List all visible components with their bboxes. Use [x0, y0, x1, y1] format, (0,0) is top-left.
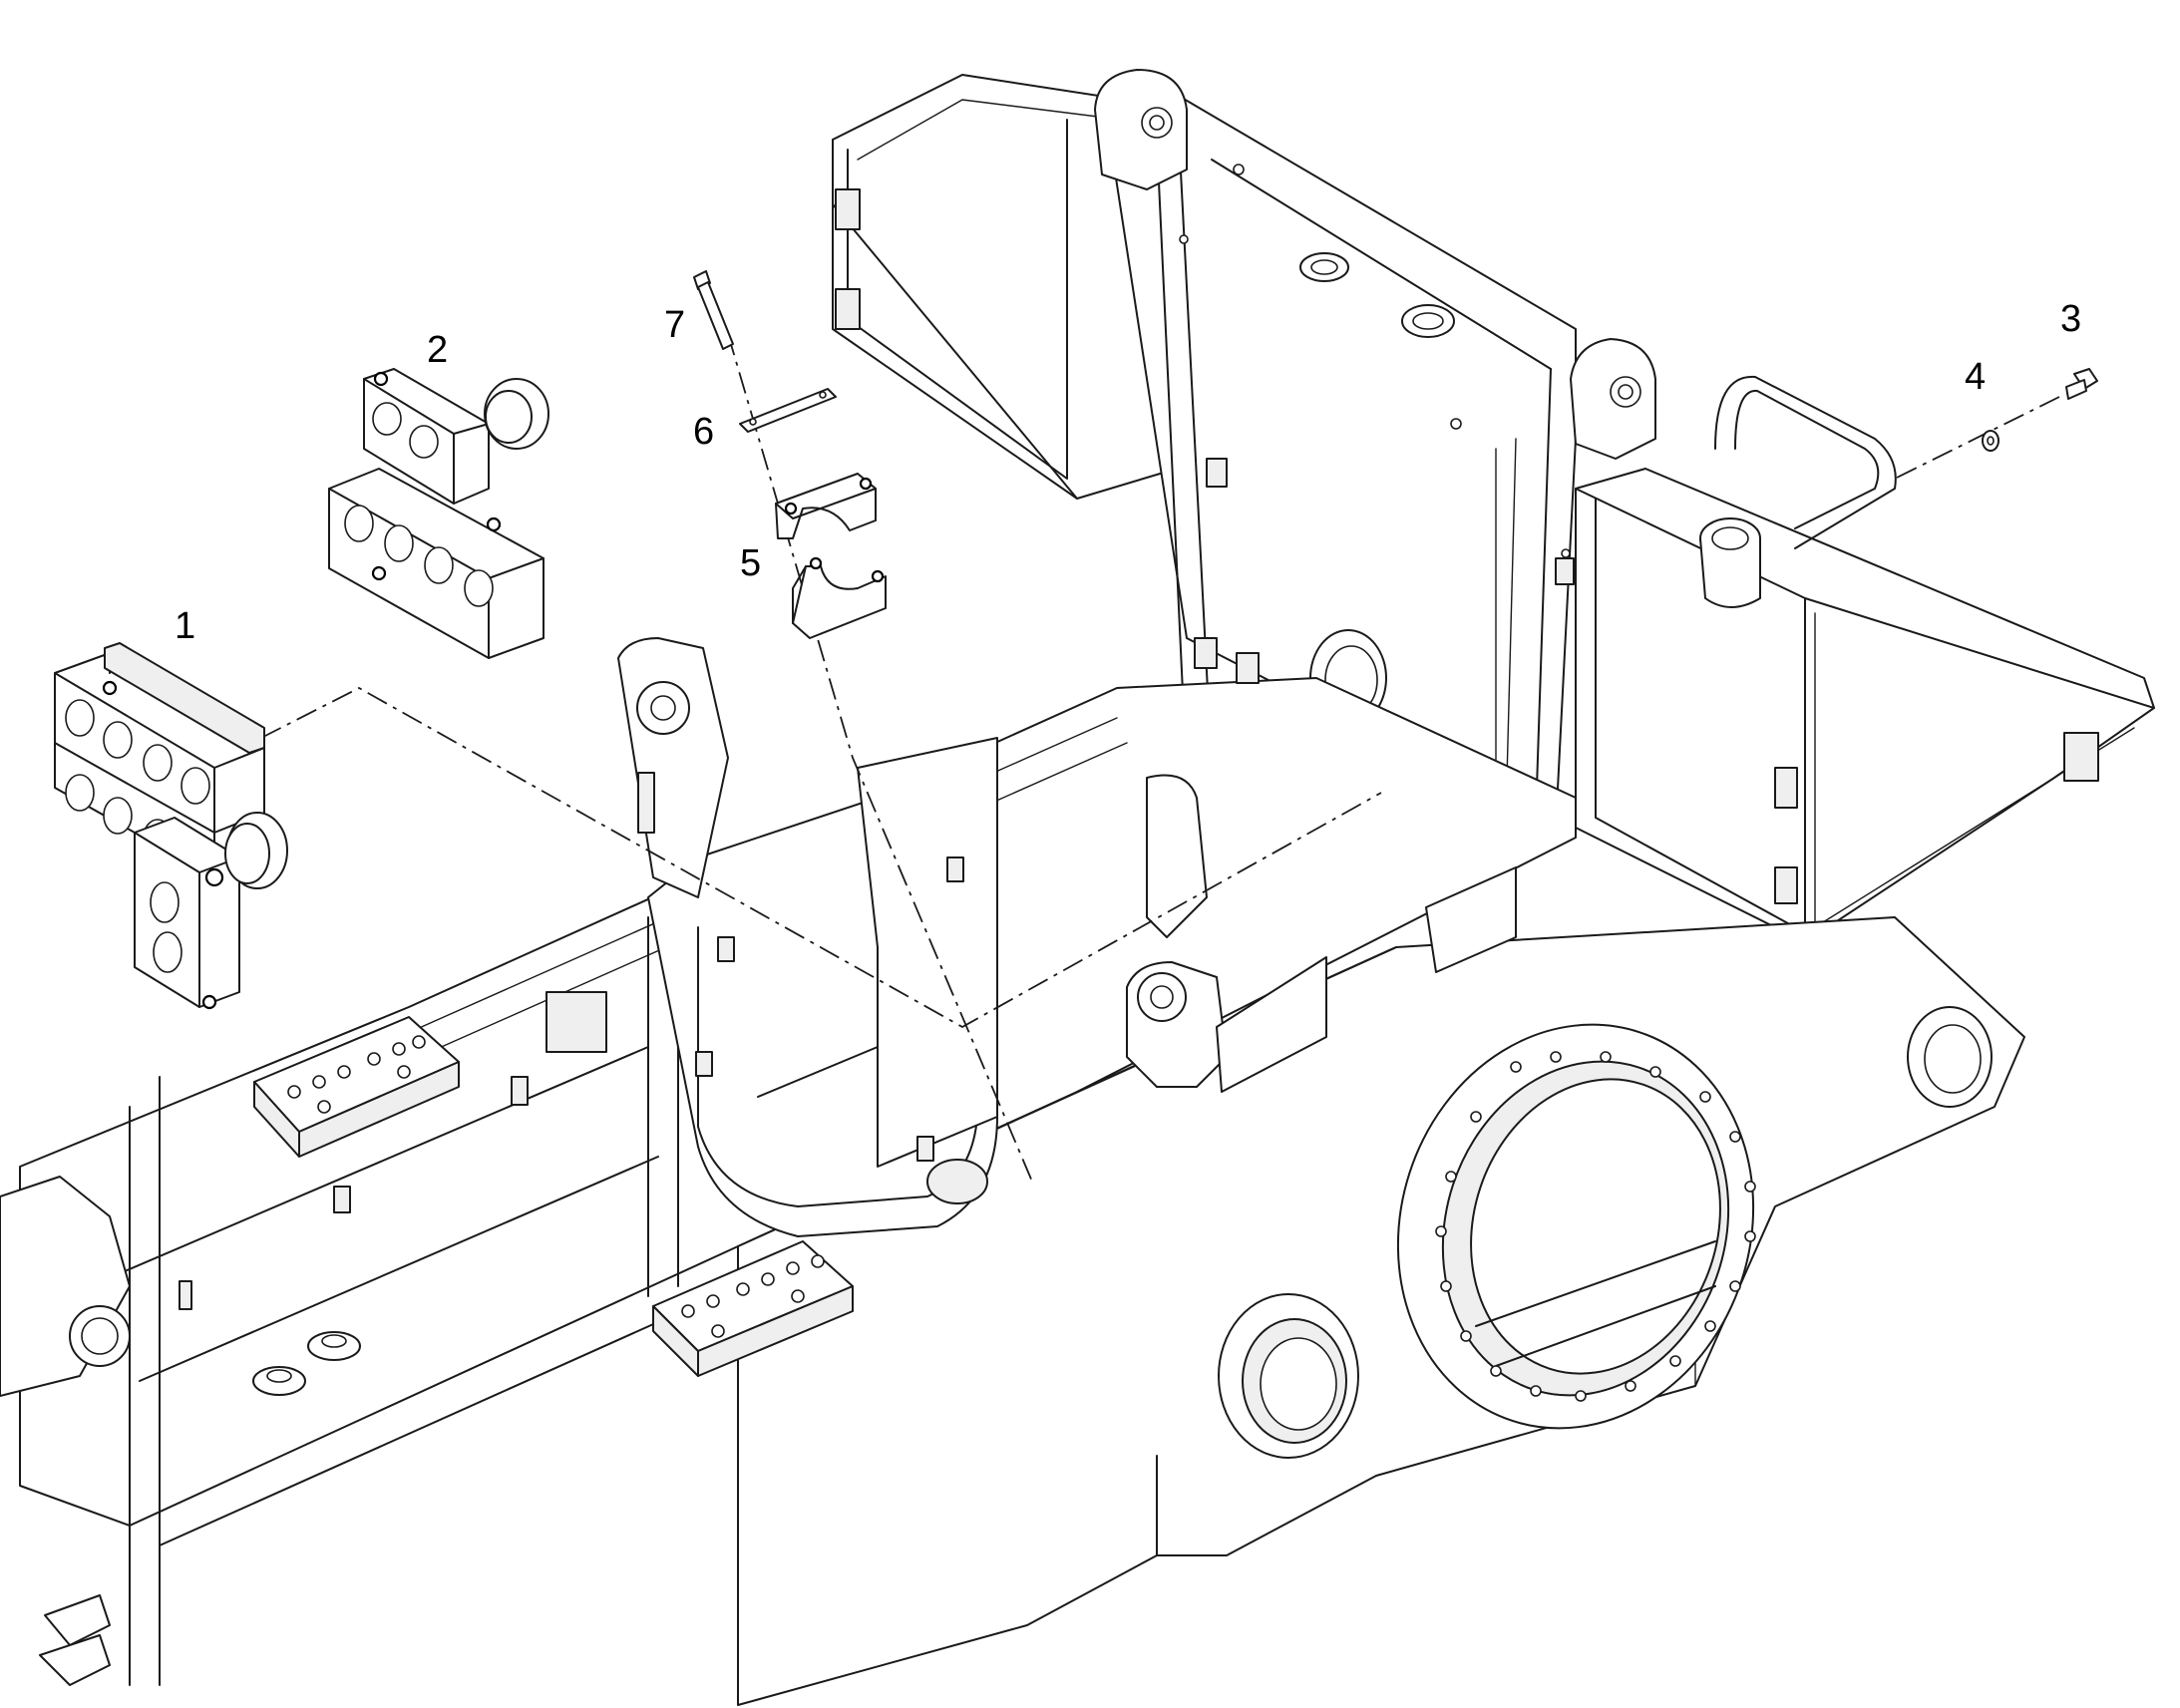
center-tower: [1094, 69, 1656, 829]
left-end-details: [0, 991, 607, 1686]
machine-frame: [0, 69, 2155, 1706]
assembly-line-3-4: [1894, 396, 2060, 480]
center-right-bracket: [1194, 637, 1517, 1093]
right-tank: [1575, 375, 2155, 943]
part-6-cover-plate: [739, 388, 837, 433]
mounting-pad-lower: [652, 1240, 854, 1377]
left-pivot-tower: [617, 637, 729, 898]
part-4-washer: [1982, 430, 1999, 452]
callout-3: 3: [2060, 298, 2081, 340]
lower-housing: [737, 916, 2025, 1706]
callout-2: 2: [427, 329, 448, 371]
callout-4: 4: [1965, 356, 1986, 398]
mounting-pad-upper: [253, 1016, 460, 1158]
part-1-upper-holes: [65, 699, 210, 856]
callout-labels: 1 2 3 4 5 6 7: [175, 298, 2081, 647]
part-5-split-clamp: [775, 473, 887, 639]
part-2-cable-clamp-assembly: [328, 368, 549, 659]
center-cradle: [647, 737, 998, 1237]
assembly-line-1: [260, 686, 1382, 1029]
assembly-lines: [260, 333, 2060, 1183]
callout-7: 7: [664, 304, 685, 346]
callout-1: 1: [175, 605, 195, 647]
center-pivot-boss: [1126, 774, 1228, 1088]
ring-bolt-holes: [1435, 1051, 1756, 1402]
callout-5: 5: [740, 542, 761, 584]
assembly-line-5-6-7: [727, 333, 1033, 1183]
callout-6: 6: [693, 411, 714, 453]
part-1-cable-clamp-assembly: [54, 642, 288, 1010]
part-7-long-bolt: [693, 270, 734, 350]
part-3-hex-bolt: [2065, 368, 2098, 400]
